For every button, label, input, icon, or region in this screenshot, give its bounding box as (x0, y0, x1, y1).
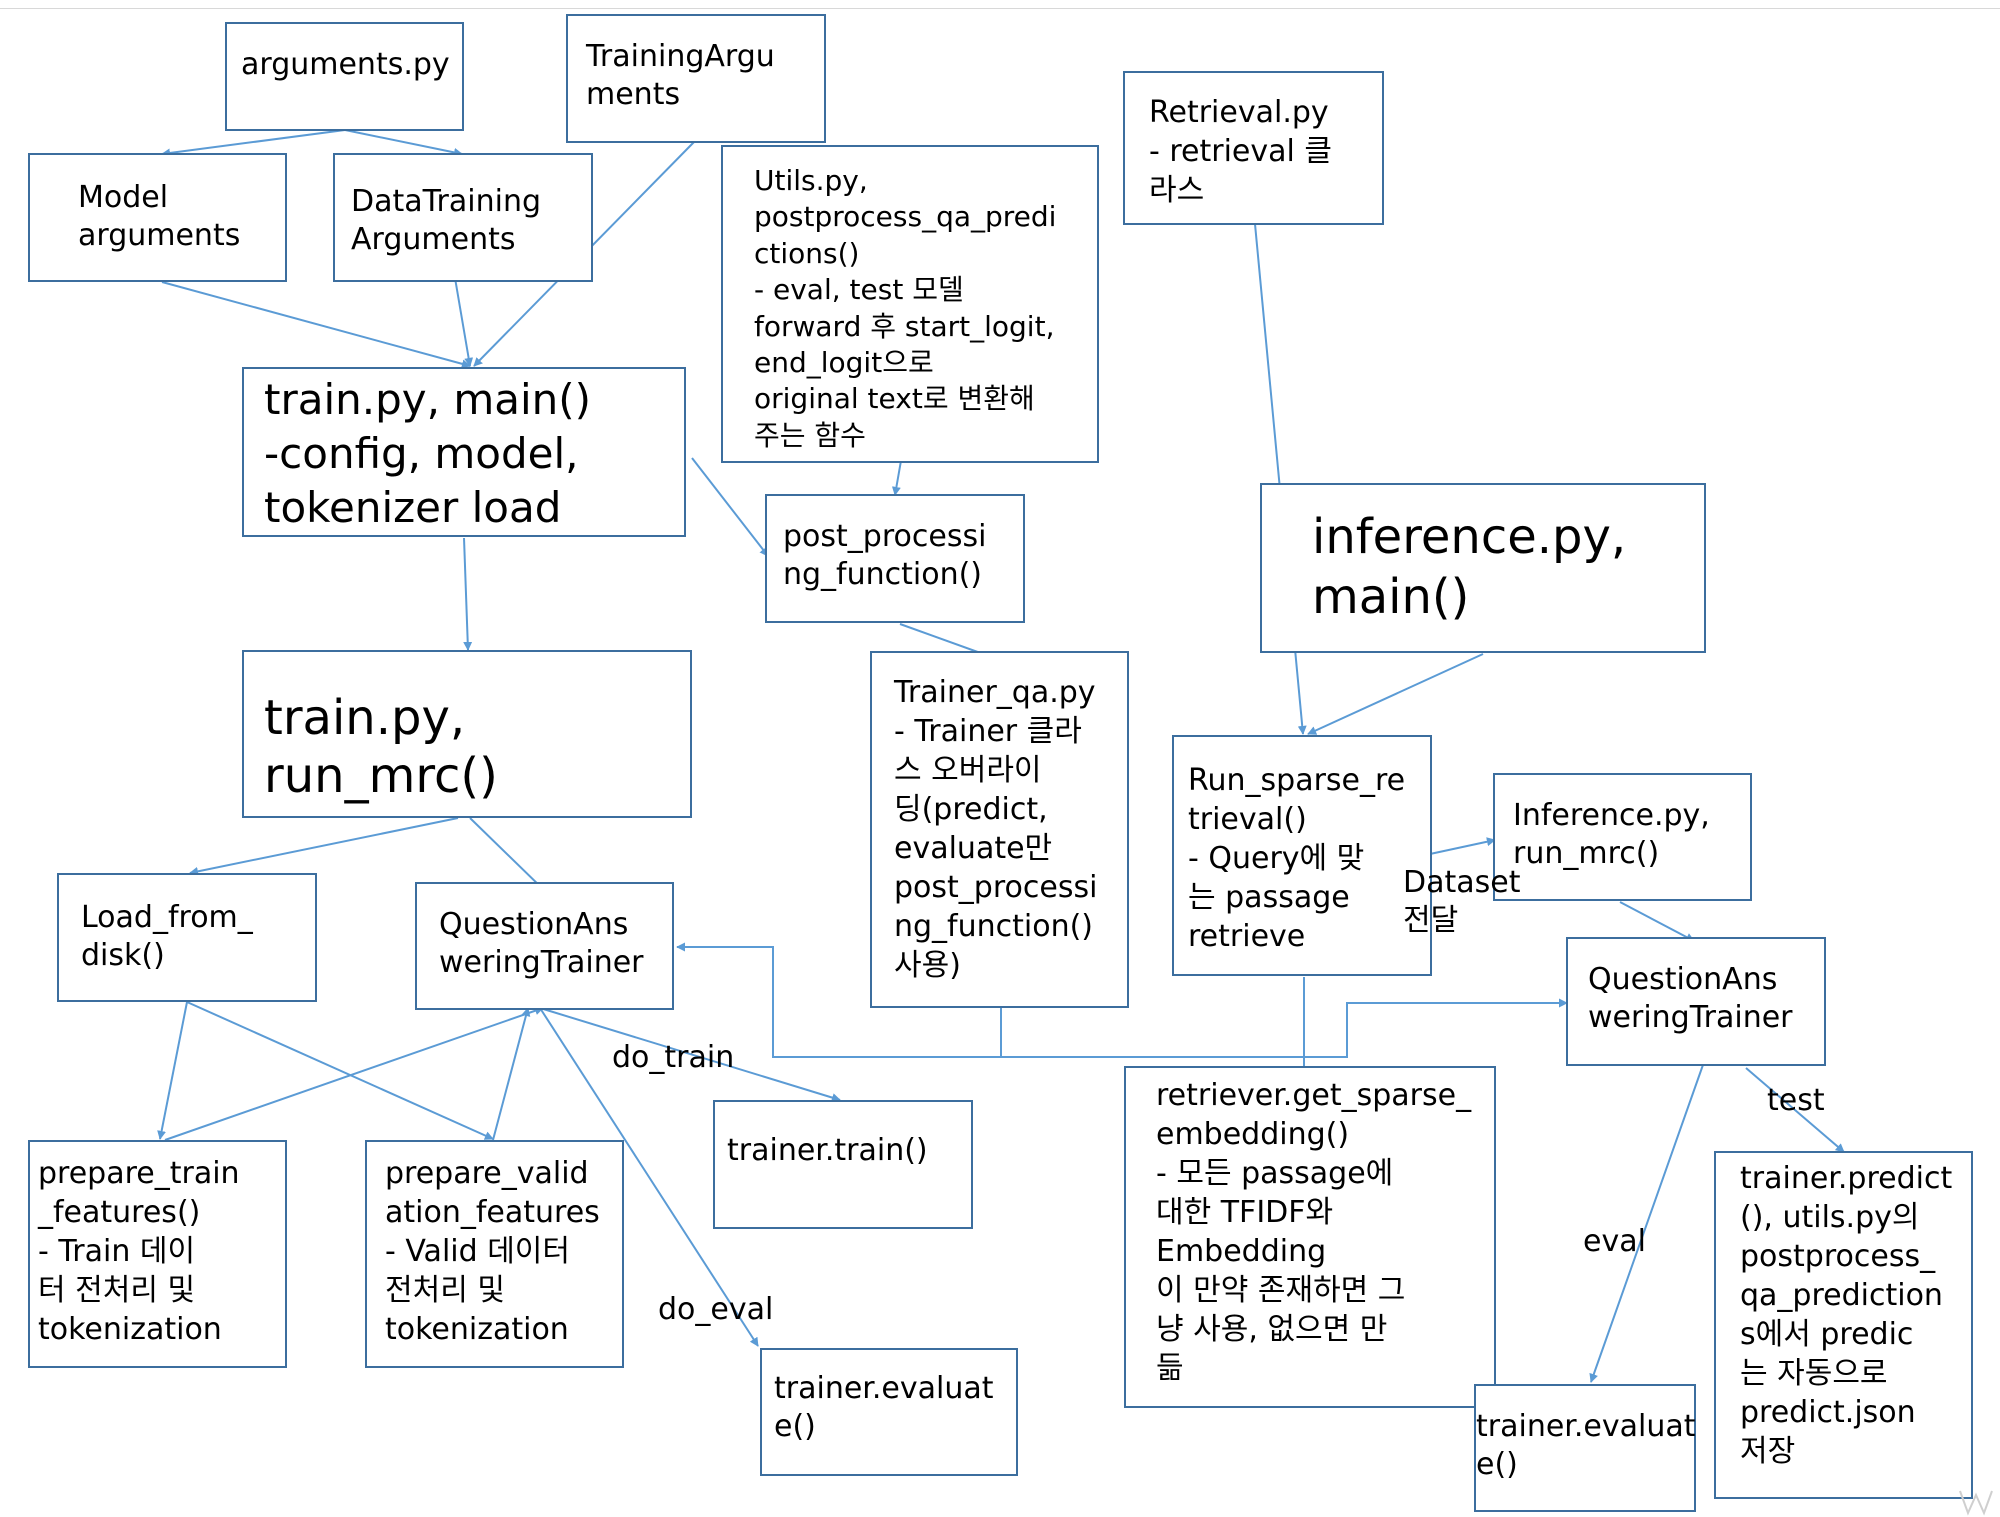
qa-trainer-right-label: QuestionAns weringTrainer (1588, 962, 1793, 1036)
train-run-mrc-node: train.py, run_mrc() (242, 650, 692, 818)
model-arguments-label: Model arguments (78, 180, 241, 254)
edge-label-do-train: do_train (612, 1040, 735, 1075)
edge-qa-trainer-right-to-trainer-predict (1745, 1067, 1845, 1153)
edge-qa-trainer-to-trainer-evaluate (539, 1007, 759, 1347)
post-processing-function-label: post_processi ng_function() (783, 519, 987, 593)
top-divider (0, 8, 2000, 9)
edge-inference-main-to-run-sparse (1307, 653, 1484, 735)
trainer-predict-node: trainer.predict (), utils.py의 postproces… (1714, 1151, 1973, 1499)
data-training-arguments-node: DataTraining Arguments (333, 153, 593, 282)
data-training-arguments-label: DataTraining Arguments (351, 184, 542, 258)
trainer-evaluate-left-node: trainer.evaluat e() (760, 1348, 1018, 1476)
edge-model-args-to-train-main (161, 281, 471, 369)
edge-trainer-qa-to-qa-trainer-right (1001, 998, 1568, 1058)
edge-run-sparse-to-inference-run-mrc (1429, 837, 1496, 855)
edge-train-main-to-run-mrc (463, 537, 473, 651)
edge-label-test: test (1767, 1083, 1825, 1118)
qa-trainer-right-node: QuestionAns weringTrainer (1566, 937, 1826, 1066)
trainer-qa-label: Trainer_qa.py - Trainer 클라 스 오버라이 딩(pred… (894, 675, 1098, 983)
edge-retrieval-to-run-sparse (1254, 223, 1307, 735)
inference-main-node: inference.py, main() (1260, 483, 1706, 653)
edge-label-eval: eval (1583, 1224, 1646, 1259)
utils-py-node: Utils.py, postprocess_qa_predi ctions() … (721, 145, 1099, 463)
train-main-label: train.py, main() -config, model, tokeniz… (264, 375, 592, 532)
prepare-train-features-node: prepare_train _features() - Train 데이 터 전… (28, 1140, 287, 1368)
trainer-evaluate-right-node: trainer.evaluat e() (1474, 1384, 1696, 1512)
load-from-disk-node: Load_from_ disk() (57, 873, 317, 1002)
edge-run-mrc-to-load-disk (189, 817, 459, 876)
trainer-predict-label: trainer.predict (), utils.py의 postproces… (1740, 1161, 1953, 1469)
edge-run-mrc-to-qa-trainer (469, 817, 546, 892)
post-processing-function-node: post_processi ng_function() (765, 494, 1025, 623)
qa-trainer-left-label: QuestionAns weringTrainer (439, 907, 644, 981)
load-from-disk-label: Load_from_ disk() (81, 900, 253, 974)
watermark-mark (1959, 1490, 1993, 1516)
train-main-node: train.py, main() -config, model, tokeniz… (242, 367, 686, 537)
trainer-evaluate-left-label: trainer.evaluat e() (774, 1371, 994, 1445)
prepare-validation-features-label: prepare_valid ation_features - Valid 데이터… (385, 1156, 600, 1347)
edge-arguments-to-data-args (344, 129, 463, 157)
trainer-train-label: trainer.train() (727, 1133, 928, 1168)
edge-inference-run-mrc-to-qa-trainer-right (1619, 901, 1695, 942)
edge-label-do-eval: do_eval (658, 1292, 774, 1327)
edge-arguments-to-model-args (161, 129, 346, 158)
inference-run-mrc-node: Inference.py, run_mrc() (1493, 773, 1752, 901)
run-sparse-retrieval-node: Run_sparse_re trieval() - Query에 맞 는 pas… (1172, 735, 1432, 976)
trainer-evaluate-right-label: trainer.evaluat e() (1476, 1409, 1696, 1483)
prepare-validation-features-node: prepare_valid ation_features - Valid 데이터… (365, 1140, 624, 1368)
edge-prepare-train-to-qa-trainer (164, 1006, 544, 1141)
edge-label-dataset: Dataset 전달 (1403, 865, 1521, 938)
arguments-py-label: arguments.py (241, 47, 450, 82)
edge-qa-trainer-right-to-trainer-evaluate (1589, 1061, 1705, 1383)
trainer-train-node: trainer.train() (713, 1100, 973, 1229)
inference-main-label: inference.py, main() (1312, 509, 1627, 625)
train-run-mrc-label: train.py, run_mrc() (264, 690, 498, 804)
edge-train-main-to-post-processing (691, 457, 769, 557)
retrieval-py-label: Retrieval.py - retrieval 클 라스 (1149, 95, 1332, 208)
edge-prepare-valid-to-qa-trainer (492, 1007, 531, 1141)
edge-load-disk-to-prepare-valid (186, 1001, 494, 1140)
training-arguments-label: TrainingArgu ments (586, 39, 775, 113)
edge-qa-trainer-to-trainer-train (539, 1007, 841, 1102)
run-sparse-retrieval-label: Run_sparse_re trieval() - Query에 맞 는 pas… (1188, 763, 1406, 954)
edge-load-disk-to-prepare-train (157, 1001, 188, 1140)
retrieval-py-node: Retrieval.py - retrieval 클 라스 (1123, 71, 1384, 225)
model-arguments-node: Model arguments (28, 153, 287, 282)
edge-data-args-to-train-main (454, 277, 474, 367)
arguments-py-node: arguments.py (225, 22, 464, 131)
qa-trainer-left-node: QuestionAns weringTrainer (415, 882, 674, 1010)
training-arguments-node: TrainingArgu ments (566, 14, 826, 143)
get-sparse-embedding-label: retriever.get_sparse_ embedding() - 모든 p… (1156, 1078, 1472, 1386)
trainer-qa-node: Trainer_qa.py - Trainer 클라 스 오버라이 딩(pred… (870, 651, 1129, 1008)
prepare-train-features-label: prepare_train _features() - Train 데이 터 전… (38, 1156, 240, 1347)
edge-trainer-qa-to-qa-trainers (676, 942, 1002, 1058)
inference-run-mrc-label: Inference.py, run_mrc() (1513, 798, 1710, 872)
get-sparse-embedding-node: retriever.get_sparse_ embedding() - 모든 p… (1124, 1066, 1496, 1408)
utils-py-label: Utils.py, postprocess_qa_predi ctions() … (754, 164, 1057, 452)
